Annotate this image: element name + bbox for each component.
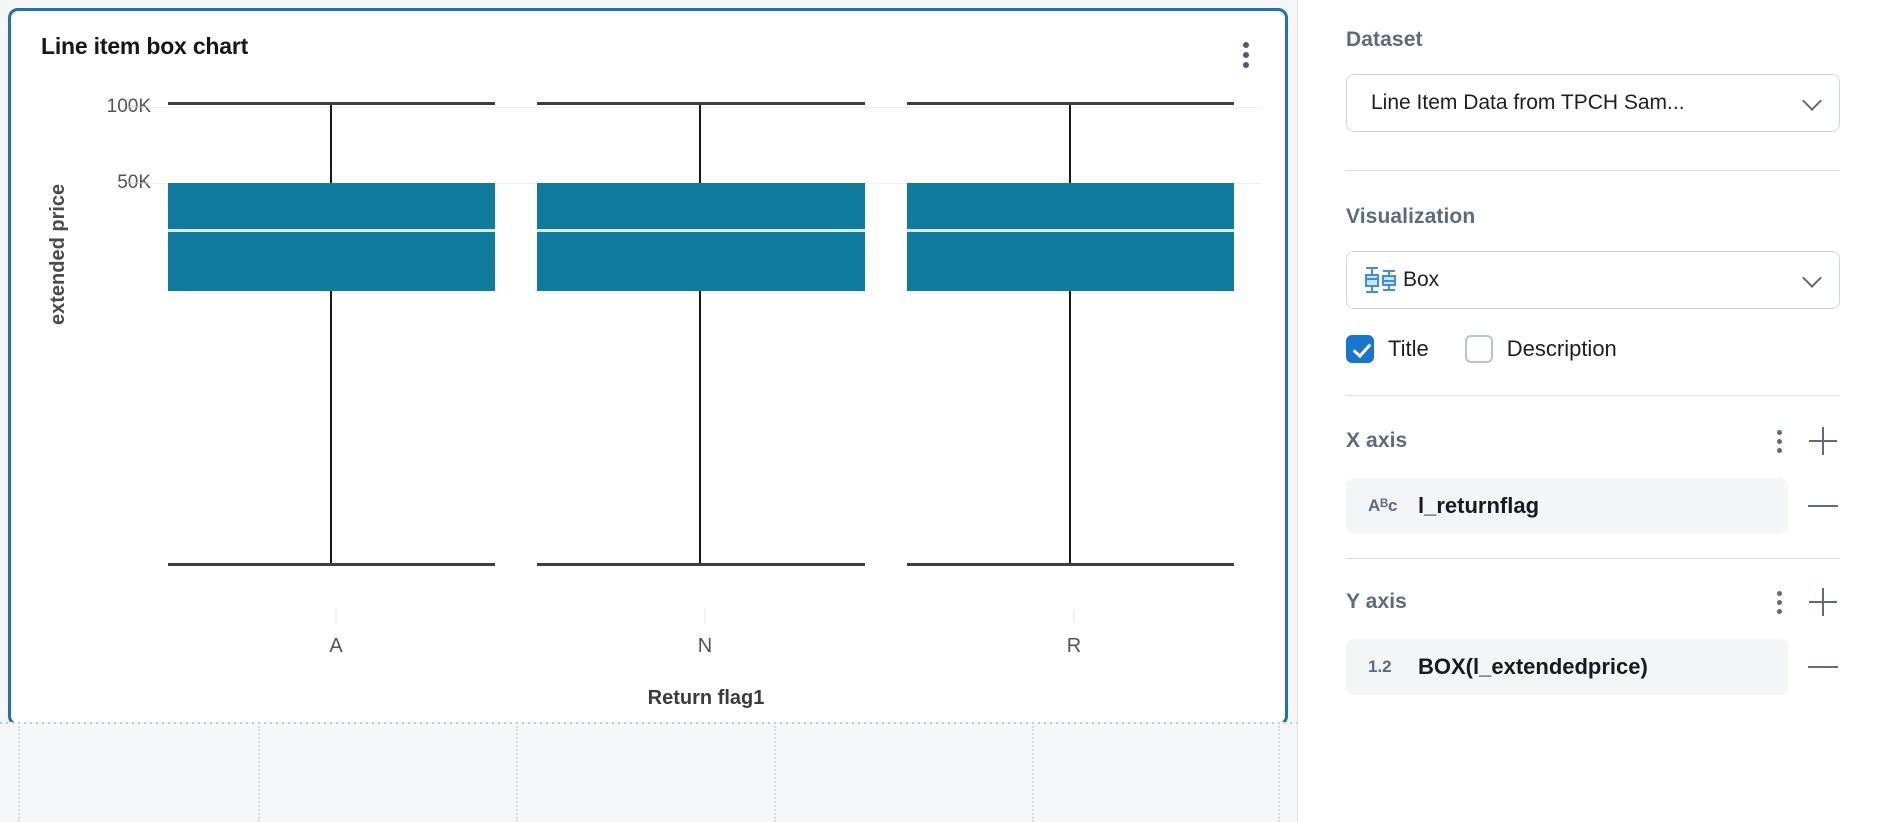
whisker-cap-upper (906, 102, 1235, 105)
x-axis-section: X axis Aᴮᴄ l_returnflag (1346, 424, 1840, 534)
whisker-line (1069, 103, 1072, 563)
box-chart[interactable]: extended price 100K 50K (11, 75, 1285, 723)
plot-area (151, 85, 1261, 605)
gridline (151, 107, 1261, 108)
x-axis-title: Return flag1 (647, 687, 765, 709)
visualization-section: Visualization (1346, 205, 1840, 363)
divider (1346, 558, 1840, 559)
title-checkbox[interactable] (1346, 335, 1374, 363)
number-type-icon: 1.2 (1368, 657, 1392, 676)
whisker-line (699, 103, 702, 563)
grid-guide (516, 726, 518, 822)
kebab-dot (1776, 590, 1782, 596)
whisker-cap-lower (906, 563, 1235, 566)
x-axis-field-label: l_returnflag (1418, 493, 1540, 518)
visualization-section-label: Visualization (1346, 205, 1476, 228)
x-tick-mark (335, 609, 337, 623)
kebab-dot (1243, 42, 1249, 48)
grid-guide (1278, 726, 1280, 822)
x-axis-field-row: Aᴮᴄ l_returnflag (1346, 478, 1840, 534)
y-axis-section-label: Y axis (1346, 590, 1407, 613)
x-tick-mark (704, 609, 706, 623)
grid-guide (774, 726, 776, 822)
y-axis-section: Y axis 1.2 BOX(l_extendedprice) (1346, 585, 1840, 695)
chevron-down-icon (1802, 268, 1822, 288)
dataset-section-label: Dataset (1346, 28, 1423, 51)
description-checkbox-label: Description (1506, 336, 1617, 361)
median-line (537, 229, 865, 232)
dashboard-canvas: Line item box chart extended price 100K … (0, 0, 1297, 822)
y-axis-field-row: 1.2 BOX(l_extendedprice) (1346, 639, 1840, 695)
kebab-dot (1243, 62, 1249, 68)
whisker-cap-upper (167, 102, 496, 105)
x-tick-label: N (697, 635, 713, 657)
y-axis-header: Y axis (1346, 585, 1840, 619)
kebab-dot (1776, 447, 1782, 453)
grid-guide (18, 726, 20, 822)
dataset-select[interactable]: Line Item Data from TPCH Sam... (1346, 74, 1840, 132)
box-iqr (167, 183, 496, 291)
kebab-dot (1776, 608, 1782, 614)
config-panel: Dataset Line Item Data from TPCH Sam... … (1297, 0, 1894, 822)
whisker-cap-lower (167, 563, 496, 566)
median-line (906, 229, 1235, 232)
y-tick-mark (127, 182, 149, 184)
x-axis-header: X axis (1346, 424, 1840, 458)
box-plot-icon (1363, 263, 1403, 297)
y-axis-field-box-l-extendedprice[interactable]: 1.2 BOX(l_extendedprice) (1346, 639, 1788, 695)
y-axis-ticks: 100K 50K (11, 75, 151, 723)
visualization-select-value: Box (1403, 268, 1440, 291)
y-axis-field-label: BOX(l_extendedprice) (1418, 654, 1648, 679)
description-checkbox[interactable] (1464, 335, 1493, 363)
page-title: Line item box chart (41, 33, 249, 59)
x-tick-mark (1073, 609, 1075, 623)
chart-card-header: Line item box chart (11, 11, 1285, 75)
box-iqr (537, 183, 865, 291)
dashboard-grid-guides (0, 722, 1297, 822)
y-axis-remove-icon[interactable] (1806, 650, 1840, 684)
kebab-dot (1776, 438, 1782, 444)
x-axis-section-label: X axis (1346, 429, 1408, 452)
y-axis-add-icon[interactable] (1806, 585, 1840, 619)
grid-guide (258, 726, 260, 822)
whisker-line (329, 103, 332, 563)
kebab-dot (1776, 429, 1782, 435)
x-tick-label: R (1066, 635, 1082, 657)
kebab-menu-icon[interactable] (1233, 39, 1259, 71)
kebab-dot (1776, 599, 1782, 605)
grid-guide (1032, 726, 1034, 822)
visualization-select[interactable]: Box (1346, 251, 1840, 309)
median-line (167, 229, 496, 232)
chart-card[interactable]: Line item box chart extended price 100K … (8, 8, 1288, 726)
whisker-cap-upper (537, 102, 865, 105)
text-type-icon: Aᴮᴄ (1368, 496, 1398, 515)
x-axis-add-icon[interactable] (1806, 424, 1840, 458)
dataset-select-value: Line Item Data from TPCH Sam... (1371, 91, 1685, 114)
y-tick-mark (127, 106, 149, 108)
display-options: Title Description (1346, 335, 1840, 363)
x-axis-kebab-menu-icon[interactable] (1762, 424, 1796, 458)
title-checkbox-label: Title (1388, 336, 1429, 361)
divider (1346, 395, 1840, 396)
whisker-cap-lower (537, 563, 865, 566)
dataset-section: Dataset Line Item Data from TPCH Sam... (1346, 28, 1840, 132)
x-axis-remove-icon[interactable] (1806, 489, 1840, 523)
chevron-down-icon (1802, 91, 1822, 111)
kebab-dot (1243, 52, 1249, 58)
x-axis-field-l-returnflag[interactable]: Aᴮᴄ l_returnflag (1346, 478, 1788, 534)
divider (1346, 170, 1840, 171)
x-tick-label: A (329, 635, 343, 657)
y-axis-kebab-menu-icon[interactable] (1762, 585, 1796, 619)
box-iqr (906, 183, 1235, 291)
